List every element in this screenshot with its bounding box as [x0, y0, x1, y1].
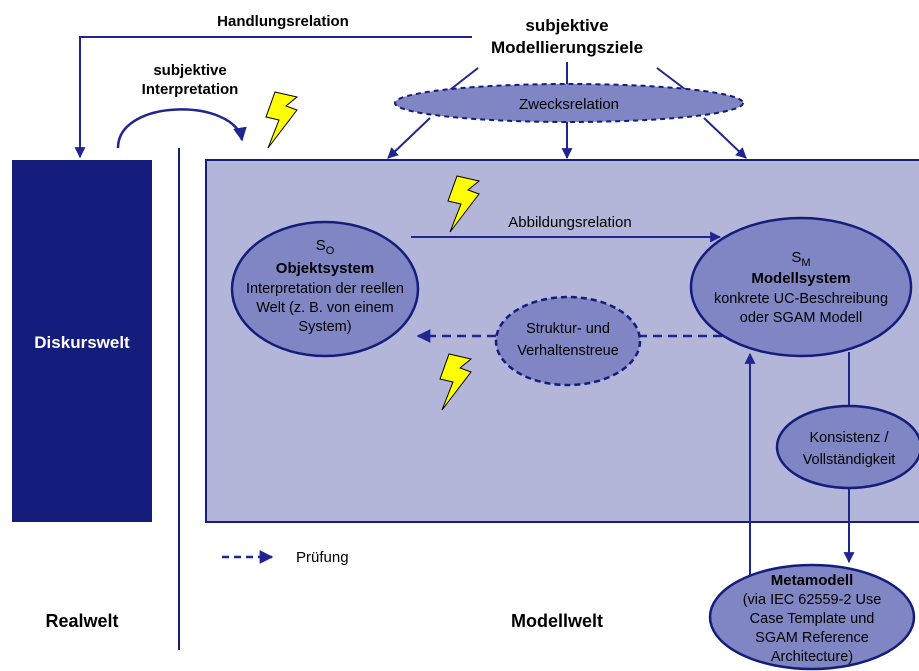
konsistenz-line: Konsistenz /	[810, 430, 890, 446]
modellsystem-line: oder SGAM Modell	[740, 310, 863, 326]
modellsystem-ellipse	[689, 216, 913, 358]
objektsystem-title: Objektsystem	[276, 260, 374, 277]
ziele-label-line2: Modellierungsziele	[491, 38, 643, 57]
metamodell-line: (via IEC 62559-2 Use	[743, 592, 882, 608]
ziele-label-line1: subjektive	[525, 16, 608, 35]
metamodell-title: Metamodell	[771, 572, 854, 589]
lightning-icon-struktur	[439, 353, 473, 411]
konsistenz-ellipse	[775, 404, 919, 490]
konsistenz-line: Vollständigkeit	[803, 452, 896, 468]
objektsystem-line: Interpretation der reellen	[246, 281, 404, 297]
zwecksrelation-label: Zwecksrelation	[519, 96, 619, 113]
objektsystem-ellipse	[230, 220, 420, 358]
interpretation-label-line2: Interpretation	[142, 81, 239, 98]
metamodell-line: Case Template und	[750, 611, 875, 627]
lightning-icon-abbildung	[447, 175, 481, 233]
modellsystem-title: Modellsystem	[751, 270, 850, 287]
handlungsrelation-label: Handlungsrelation	[217, 13, 349, 30]
zweck-arrow-left	[387, 117, 431, 159]
ziele-to-zweck-left	[445, 67, 479, 94]
modellwelt-label: Modellwelt	[511, 611, 603, 631]
struktur-ellipse	[494, 295, 642, 387]
diskurswelt-box	[12, 160, 152, 522]
metamodell-line: SGAM Reference	[755, 630, 869, 646]
struktur-line: Verhaltenstreue	[517, 343, 619, 359]
objektsystem-symbol: SO	[316, 237, 335, 257]
pruefung-legend-label: Prüfung	[296, 549, 349, 566]
zweck-arrow-right	[703, 117, 747, 159]
realwelt-label: Realwelt	[45, 611, 118, 631]
handlungsrelation-arrow	[74, 36, 472, 159]
lightning-icon-interpretation	[265, 91, 299, 149]
objektsystem-line: Welt (z. B. von einem	[256, 300, 394, 316]
metamodell-ellipse	[708, 563, 916, 671]
interpretation-arrow	[116, 108, 247, 149]
modellsystem-symbol: SM	[791, 249, 810, 269]
metamodell-line: Architecture)	[771, 649, 853, 665]
struktur-line: Struktur- und	[526, 321, 610, 337]
zwecksrelation-ellipse	[394, 83, 744, 123]
diskurswelt-label: Diskurswelt	[34, 333, 130, 352]
modellsystem-line: konkrete UC-Beschreibung	[714, 291, 888, 307]
interpretation-label-line1: subjektive	[153, 62, 226, 79]
abbildungsrelation-label: Abbildungsrelation	[508, 214, 631, 231]
objektsystem-line: System)	[298, 319, 351, 335]
